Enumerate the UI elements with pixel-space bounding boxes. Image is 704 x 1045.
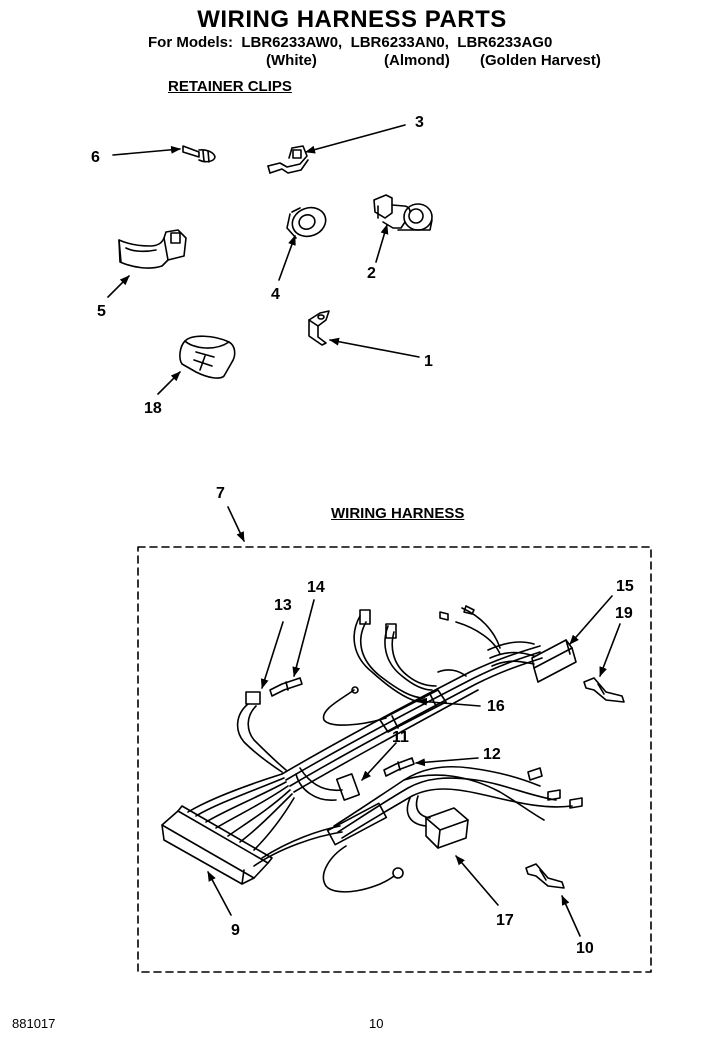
arrow-19 [600,624,620,677]
callout-6: 6 [91,149,100,166]
terminal-part-19 [584,678,624,702]
wire-to-15a [488,642,534,650]
wire-lower-bundle [323,767,582,892]
page-title: WIRING HARNESS PARTS [197,6,507,33]
callout-16: 16 [487,698,505,715]
wire-fan-left [188,774,342,866]
model-white: LBR6233AW0, [241,34,343,51]
arrow-10 [562,895,580,936]
models-line: For Models: LBR6233AW0, LBR6233AN0, LBR6… [148,34,552,51]
arrow-2 [376,224,389,262]
callout-19: 19 [615,605,633,622]
wire-upper-bundle [354,606,500,702]
callout-14: 14 [307,579,325,596]
arrow-13 [260,622,283,689]
callout-5: 5 [97,303,106,320]
callout-2: 2 [367,265,376,282]
callout-7: 7 [216,485,225,502]
wire-to-15b [490,653,534,659]
model-almond: LBR6233AN0, [350,34,449,51]
screw-part-6 [183,146,215,162]
clip-part-2 [374,195,432,230]
arrow-4 [279,235,295,280]
callout-15: 15 [616,578,634,595]
arrow-14 [292,600,314,677]
callout-3: 3 [415,114,424,131]
retainer-clips-heading: RETAINER CLIPS [168,78,292,95]
harness-boundary [138,547,651,972]
clip-part-1 [309,311,329,345]
connector-part-15 [532,640,576,682]
callout-11: 11 [392,729,409,746]
terminal-part-14 [270,678,302,696]
callout-17: 17 [496,912,514,929]
terminal-part-10 [526,864,564,888]
variant-golden: (Golden Harvest) [480,52,601,69]
models-label: For Models: [148,34,233,51]
arrow-7 [228,507,244,542]
wire-trunk [282,646,542,792]
arrow-9 [208,871,231,915]
connector-part-13 [238,692,286,772]
arrow-16 [417,697,480,706]
variant-almond: (Almond) [384,52,450,69]
clip-part-3 [268,146,308,173]
wiring-harness-heading: WIRING HARNESS [331,505,465,522]
wire-to-15c [492,661,534,666]
arrow-15 [570,596,612,644]
callout-10: 10 [576,940,594,957]
callout-9: 9 [231,922,240,939]
sleeve-part-18 [180,336,235,378]
footer-code: 881017 [12,1016,56,1031]
arrow-17 [456,856,498,905]
arrow-3 [305,125,405,154]
variant-white: (White) [266,52,317,69]
wire-loop-upper [323,690,386,725]
callout-1: 1 [424,353,433,370]
connector-part-11 [296,768,359,800]
callout-18: 18 [144,400,162,417]
clip-part-4 [287,203,330,241]
arrow-18 [158,372,180,394]
callout-4: 4 [271,286,280,303]
clip-part-5 [119,230,186,268]
callout-12: 12 [483,746,501,763]
arrow-1 [329,337,419,357]
connector-part-17 [407,796,468,848]
model-golden: LBR6233AG0 [457,34,553,51]
arrow-12 [415,758,478,767]
arrow-6 [113,145,181,155]
arrow-5 [108,276,129,297]
connector-part-9 [162,806,272,884]
terminal-part-12 [384,758,414,776]
footer-page-number: 10 [369,1016,384,1031]
arrow-11 [362,743,396,780]
callout-13: 13 [274,597,292,614]
